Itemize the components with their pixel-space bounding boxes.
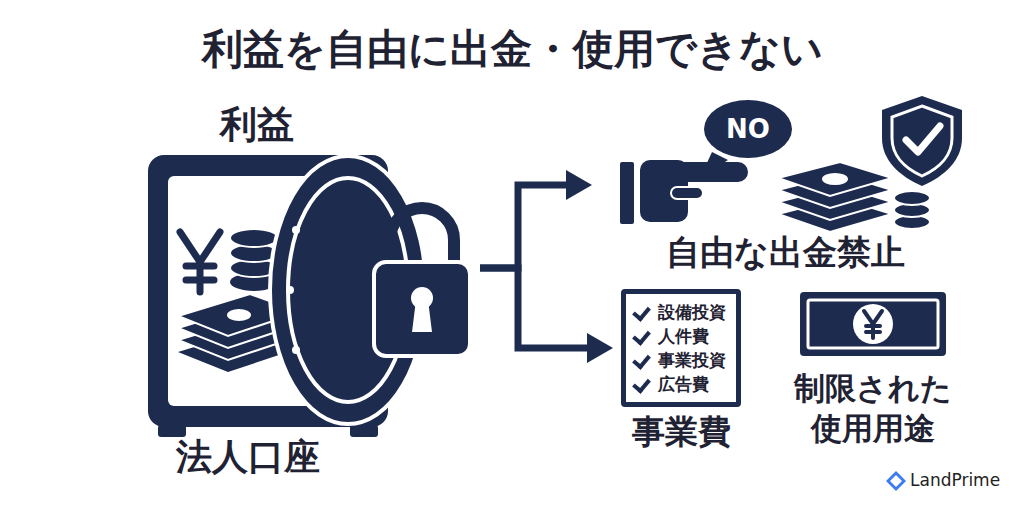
account-label: 法人口座 xyxy=(176,433,320,482)
checklist-item: 事業投資 xyxy=(658,348,726,372)
branch-arrow xyxy=(480,268,613,363)
shield-icon xyxy=(882,96,962,186)
bubble-text: NO xyxy=(726,114,770,144)
checklist-heading: 事業費 xyxy=(632,410,731,455)
banknote-node: 制限された 使用用途 xyxy=(800,292,946,356)
checklist-item: 人件費 xyxy=(658,324,726,348)
arrow-head xyxy=(566,170,592,200)
banknote-icon xyxy=(800,292,946,356)
checklist-item: 設備投資 xyxy=(658,300,726,324)
safe-node: 利益法人口座 xyxy=(140,100,480,482)
checklist-box: 設備投資人件費事業投資広告費事業費 xyxy=(621,289,741,407)
branch-arrow xyxy=(480,170,592,268)
refusing-hand-icon xyxy=(620,152,748,224)
arrow-head xyxy=(587,333,613,363)
refusal-group: 自由な出金禁止 NO xyxy=(600,92,970,278)
refusal-label: 自由な出金禁止 xyxy=(600,230,970,276)
connector-line xyxy=(480,268,591,348)
safe-heading: 利益 xyxy=(220,100,294,150)
logo-mark xyxy=(886,471,906,491)
speech-bubble: NO xyxy=(704,100,792,158)
connector-line xyxy=(480,185,570,268)
checklist-item: 広告費 xyxy=(658,372,726,396)
diagram-title: 利益を自由に出金・使用できない xyxy=(0,22,1024,77)
usage-label: 制限された 使用用途 xyxy=(778,368,968,449)
watermark: LandPrime xyxy=(910,470,1000,490)
safe-icon xyxy=(148,155,470,437)
